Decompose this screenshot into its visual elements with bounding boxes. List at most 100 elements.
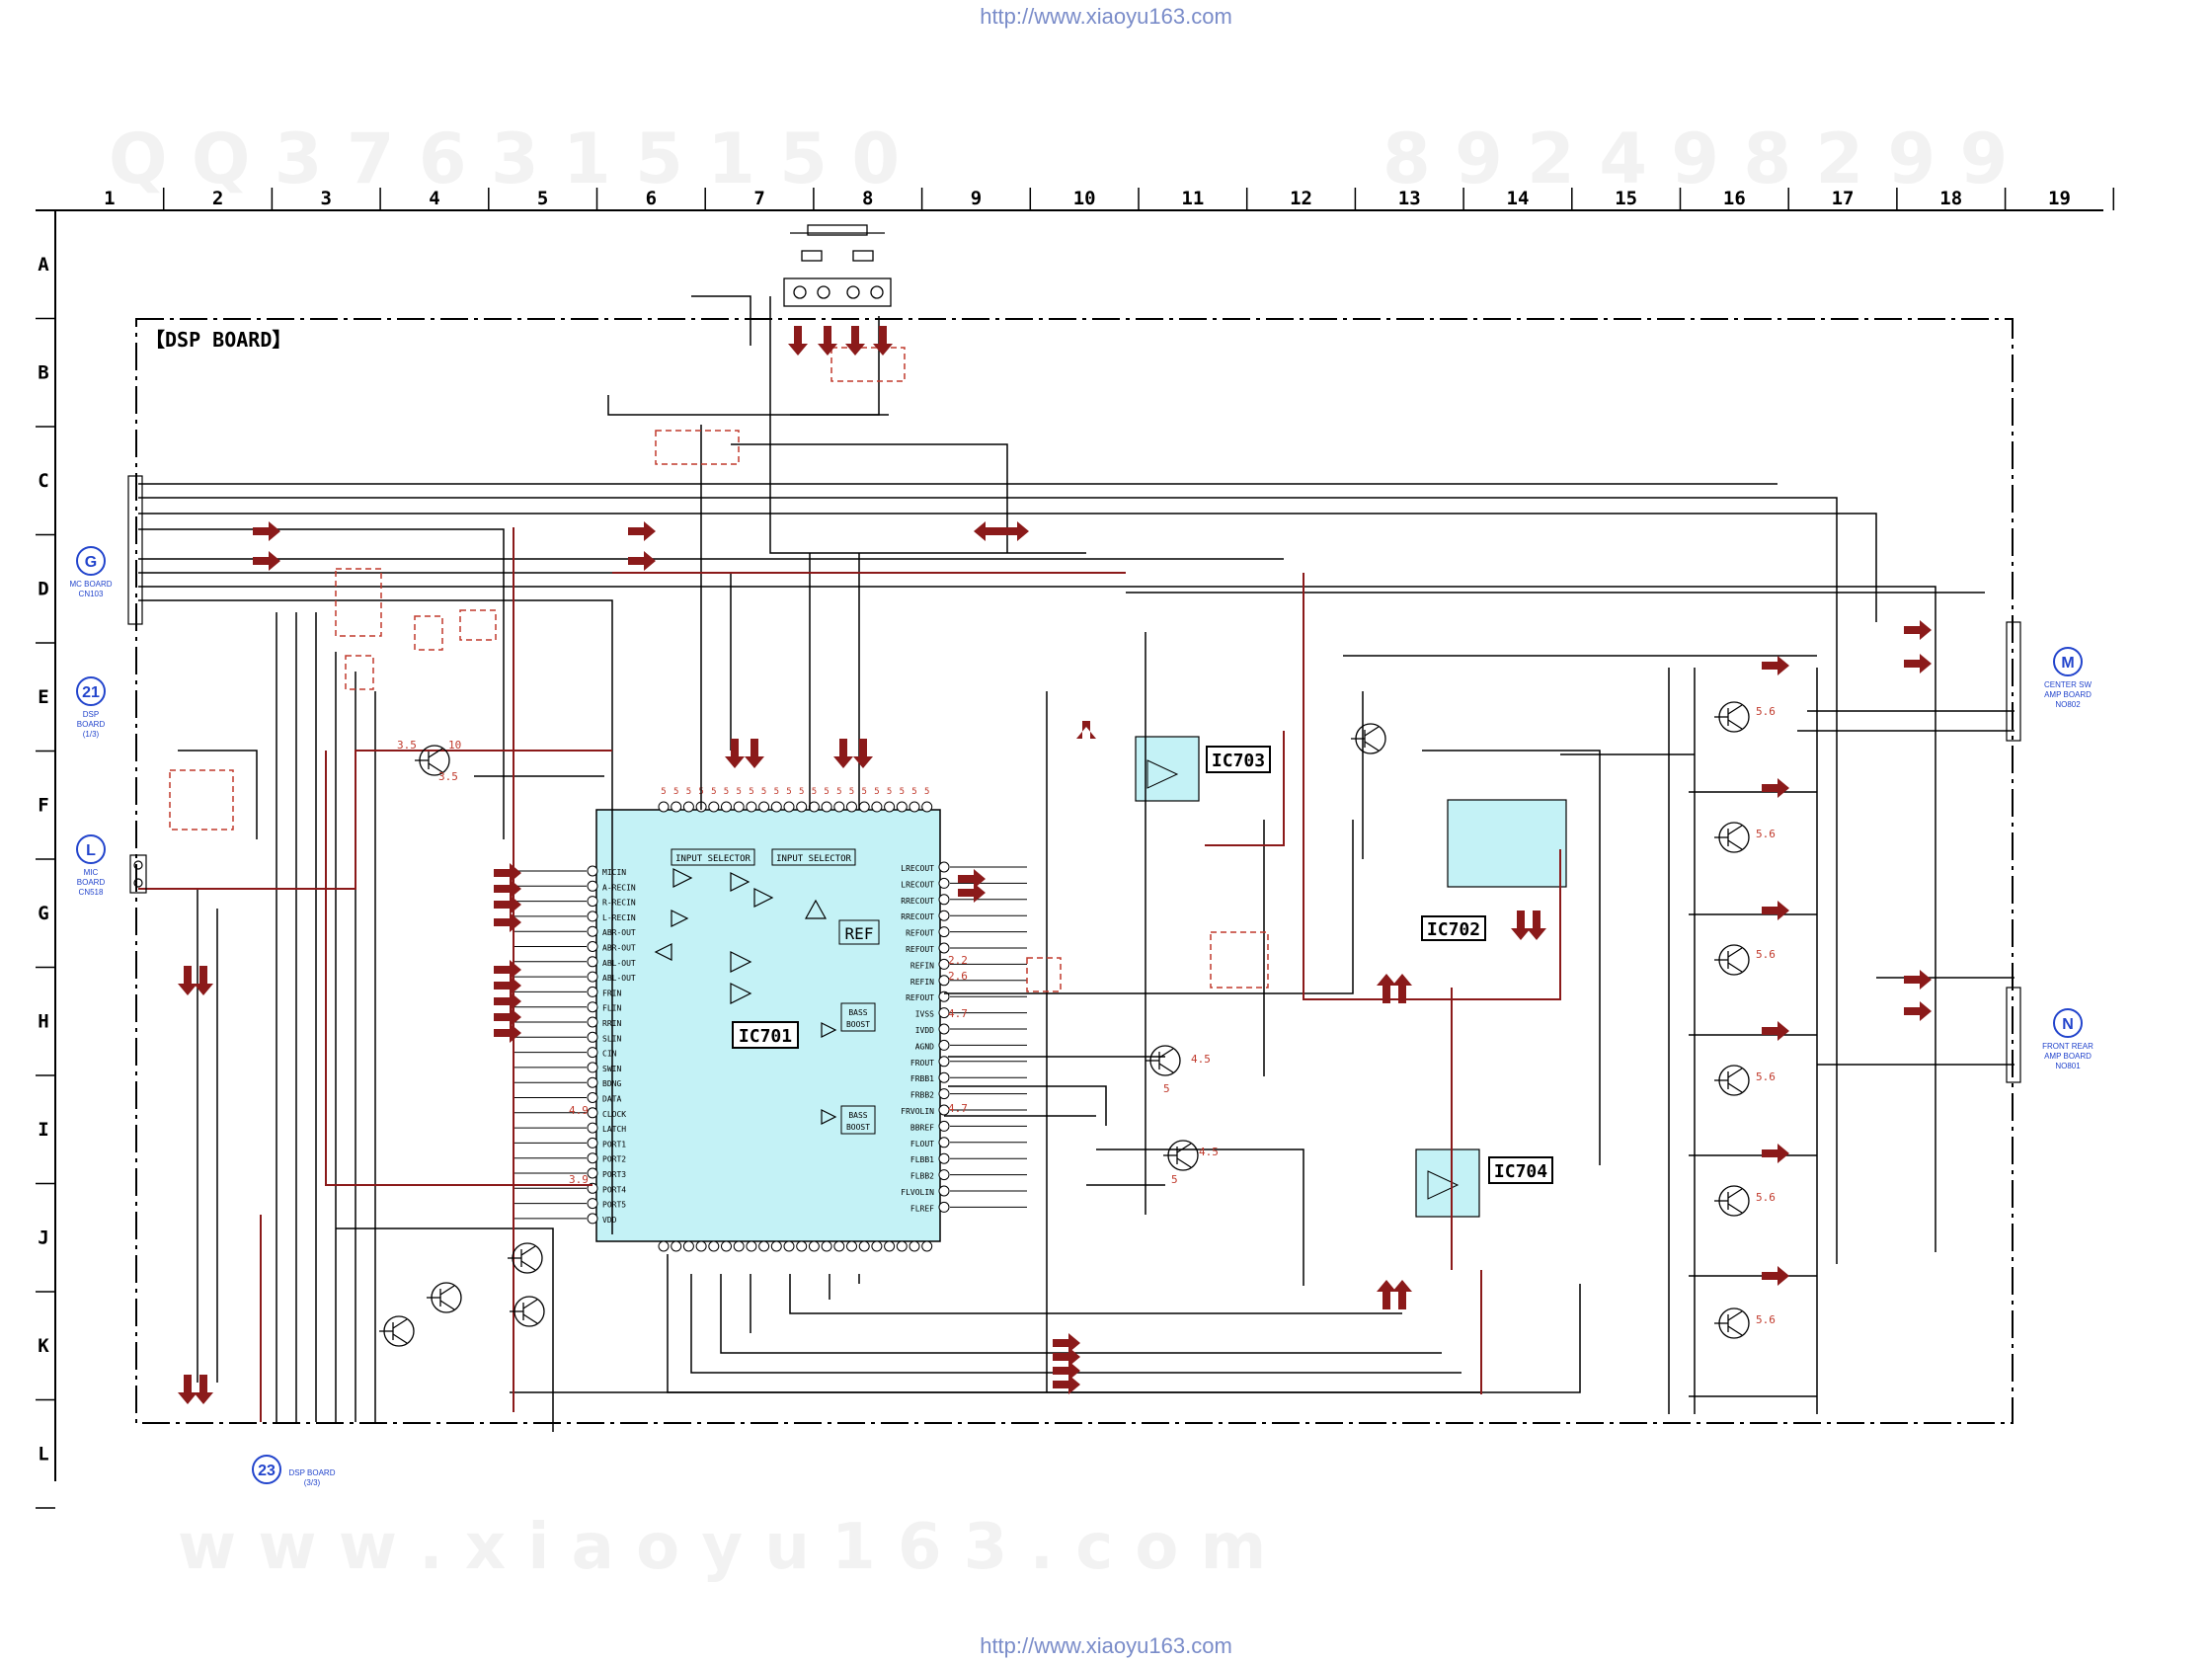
svg-text:4.5: 4.5 — [1191, 1053, 1211, 1066]
ic701-left-pin-label: LATCH — [602, 1125, 626, 1134]
ic701-bottom-pad — [770, 1240, 782, 1252]
grid-col-2: 2 — [212, 188, 223, 209]
ic701-left-pin-label: PORT3 — [602, 1170, 626, 1179]
ic704-label: IC704 — [1494, 1161, 1547, 1182]
ic701-top-pad — [682, 801, 694, 813]
svg-text:NO801: NO801 — [2055, 1062, 2081, 1070]
svg-text:4.7: 4.7 — [948, 1102, 968, 1115]
ic701-top-pad — [733, 801, 745, 813]
grid-row-J: J — [38, 1227, 48, 1248]
ic701-right-pad — [938, 1039, 950, 1051]
svg-text:G: G — [85, 554, 97, 571]
svg-text:CN518: CN518 — [79, 888, 104, 897]
ic702-label-box — [1421, 915, 1486, 941]
connector-cn518 — [129, 854, 147, 894]
ic701-right-pad — [938, 942, 950, 954]
grid-row-I: I — [38, 1119, 48, 1141]
grid-col-18: 18 — [1939, 188, 1962, 209]
watermark-domain: w w w . x i a o y u 1 6 3 . c o m — [178, 1511, 1267, 1584]
ic701-right-pin-label: REFIN — [910, 978, 934, 987]
ic701-top-pad — [721, 801, 732, 813]
ic701-top-voltage: 5 — [774, 787, 779, 797]
wiring-black — [138, 295, 2014, 1432]
svg-text:N: N — [2062, 1016, 2074, 1033]
svg-text:M: M — [2061, 655, 2074, 672]
svg-text:BOARD: BOARD — [77, 720, 106, 729]
voltage-annotations: 3.5 10 3.5 2.2 2.6 4.7 4.7 4.9 3.9 4.5 5… — [397, 739, 1219, 1186]
ic701-bottom-pad — [733, 1240, 745, 1252]
ic701-bottom-pad — [695, 1240, 707, 1252]
transistor-symbol — [1714, 1065, 1750, 1096]
transistor-symbol — [1351, 723, 1386, 754]
transistor-voltage: 5.6 — [1756, 948, 1776, 961]
ic701-left-pad — [587, 1152, 598, 1164]
ic701-top-pad — [708, 801, 720, 813]
ic701-top-voltage: 5 — [836, 787, 841, 797]
ic701-bottom-pins — [658, 1240, 933, 1252]
ic701-bottom-pad — [896, 1240, 908, 1252]
ic701-right-pin-label: REFOUT — [906, 993, 934, 1002]
ic701-bottom-pad — [708, 1240, 720, 1252]
bass-boost-1-label: BOOST — [846, 1020, 870, 1029]
dashed-red-boxes — [169, 347, 1269, 992]
grid-row-B: B — [38, 361, 48, 383]
ic701-bottom-pad — [783, 1240, 795, 1252]
grid-col-9: 9 — [971, 188, 982, 209]
grid-col-14: 14 — [1507, 188, 1530, 209]
connector-no802 — [2006, 621, 2021, 742]
svg-text:BOARD: BOARD — [77, 878, 106, 887]
svg-text:21: 21 — [82, 684, 100, 701]
ic701-top-voltage: 5 — [686, 787, 691, 797]
grid-col-13: 13 — [1398, 188, 1421, 209]
ic701-right-pad — [938, 1169, 950, 1181]
svg-text:23: 23 — [258, 1463, 276, 1479]
ic701-right-pin-label: RRECOUT — [901, 897, 934, 906]
grid-col-12: 12 — [1290, 188, 1312, 209]
ic701-left-pad — [587, 1107, 598, 1119]
grid-row-A: A — [38, 254, 49, 276]
ic701-top-voltage: 5 — [661, 787, 666, 797]
ic701-left-pad — [587, 986, 598, 997]
grid-row-E: E — [38, 686, 48, 708]
ic701-left-pad — [587, 1076, 598, 1088]
svg-text:3.5: 3.5 — [397, 739, 417, 752]
grid-col-1: 1 — [104, 188, 115, 209]
transistor-symbol — [1146, 1045, 1181, 1076]
input-selector-1: INPUT SELECTOR — [671, 848, 755, 866]
transistor-symbol — [1163, 1140, 1199, 1171]
ic701-left-pad — [587, 865, 598, 877]
ic701-top-pad — [884, 801, 896, 813]
connector-no801 — [2006, 987, 2021, 1083]
ic701-left-pad — [587, 1213, 598, 1225]
svg-text:REF: REF — [845, 924, 874, 943]
ic701-left-pin-label: MICIN — [602, 868, 626, 877]
svg-text:(3/3): (3/3) — [304, 1478, 321, 1487]
ic701-top-pad — [658, 801, 670, 813]
ic701-right-pin-label: IVSS — [915, 1010, 934, 1019]
ic703-label: IC703 — [1212, 751, 1265, 771]
grid-row-L: L — [38, 1443, 48, 1465]
ic701-bottom-pad — [871, 1240, 883, 1252]
ic701-right-pin-label: LRECOUT — [901, 864, 934, 873]
input-selector-2: INPUT SELECTOR — [771, 848, 856, 866]
svg-text:2.2: 2.2 — [948, 954, 968, 967]
transistors — [379, 701, 1750, 1347]
ic701-top-pad — [746, 801, 757, 813]
ic701-left-pin-label: R-RECIN — [602, 899, 636, 908]
ic701-left-pad — [587, 971, 598, 983]
svg-text:CN103: CN103 — [79, 590, 104, 598]
transistor-symbol — [1714, 1307, 1750, 1339]
ic701-top-pad — [770, 801, 782, 813]
svg-text:(1/3): (1/3) — [83, 730, 100, 739]
ic701-right-pin-label: FLOUT — [910, 1140, 934, 1148]
svg-text:MC BOARD: MC BOARD — [69, 580, 112, 589]
ic704-label-box — [1488, 1156, 1553, 1184]
svg-text:3.9: 3.9 — [569, 1173, 589, 1186]
ic701-left-pin-label: A-RECIN — [602, 883, 636, 892]
signal-arrows — [178, 326, 1932, 1404]
ic701-right-pad — [938, 894, 950, 906]
